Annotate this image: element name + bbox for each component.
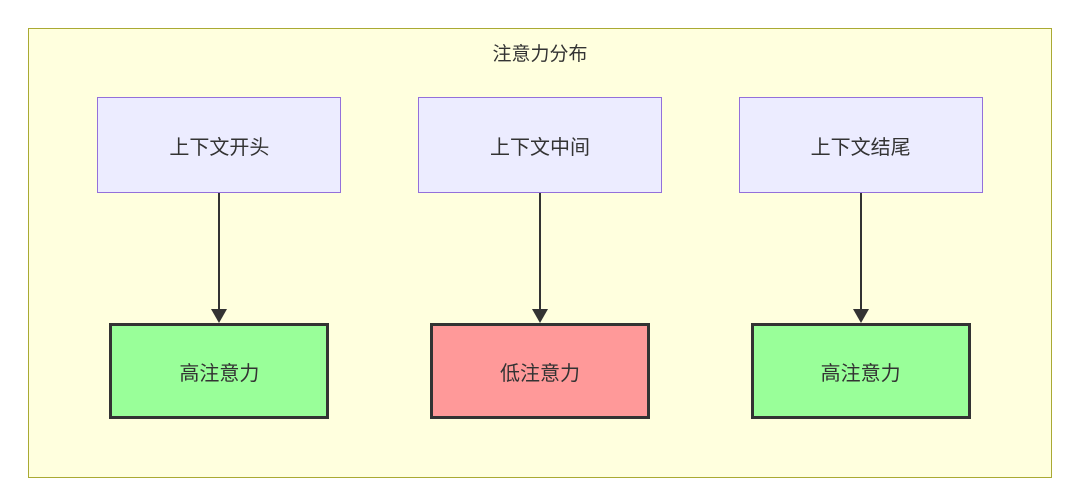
node-attention-result-3: 高注意力 (750, 323, 971, 419)
arrow-line (859, 193, 862, 311)
arrow-head-icon (531, 309, 548, 323)
diagram-title: 注意力分布 (492, 44, 588, 65)
arrow-head-icon (852, 309, 869, 323)
flow-column-context-end: 上下文结尾 高注意力 (738, 97, 983, 419)
node-context-end: 上下文结尾 (738, 97, 983, 193)
attention-distribution-subgraph: 注意力分布 上下文开头 高注意力 上下文中间 低注意力 (28, 28, 1052, 478)
arrow-line (218, 193, 221, 311)
node-context-start: 上下文开头 (97, 97, 342, 193)
arrow (211, 193, 228, 323)
node-attention-result-1: 高注意力 (109, 323, 330, 419)
arrow-head-icon (211, 309, 228, 323)
node-attention-result-2: 低注意力 (429, 323, 650, 419)
diagram-columns: 上下文开头 高注意力 上下文中间 低注意力 上下文结尾 (29, 97, 1051, 419)
arrow (852, 193, 869, 323)
arrow-line (538, 193, 541, 311)
node-context-middle: 上下文中间 (417, 97, 662, 193)
flow-column-context-middle: 上下文中间 低注意力 (417, 97, 662, 419)
flow-column-context-start: 上下文开头 高注意力 (97, 97, 342, 419)
arrow (531, 193, 548, 323)
